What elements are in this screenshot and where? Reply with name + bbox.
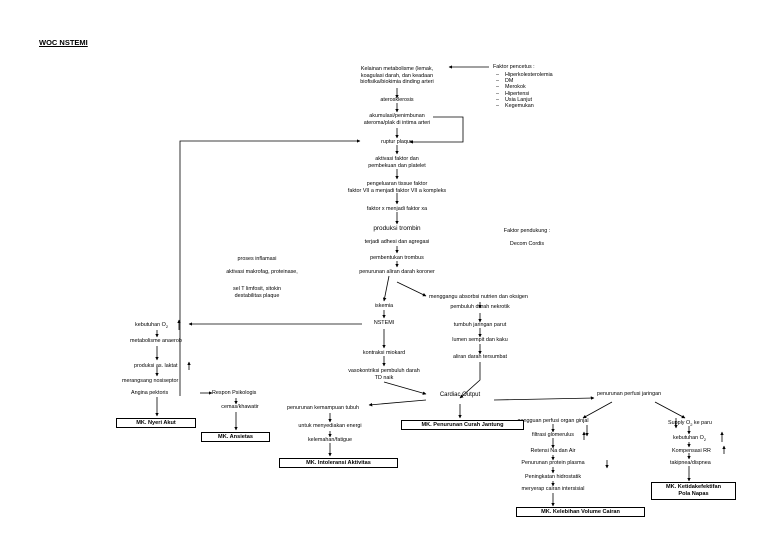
- node-menyediakan-energi: untuk menyediakan energi: [298, 423, 362, 429]
- faktor-pencetus-item: Usia Lanjut: [496, 97, 553, 103]
- diagnosis-pola-napas-line-2: Pola Napas: [678, 491, 709, 497]
- node-supply-o2-suffix: ke paru: [692, 420, 712, 426]
- node-nstemi: NSTEMI: [373, 320, 395, 326]
- node-menyerap-cairan: meryerap cairan intersisial: [521, 486, 585, 492]
- faktor-pencetus-item: Hipertensi: [496, 91, 553, 97]
- node-nosiseptor: merangsang nosiseptor: [122, 378, 179, 384]
- arrow-cardiac-to-left: [368, 399, 427, 407]
- node-pengeluaran-line-1: pengeluaran tissue faktor: [366, 181, 428, 187]
- node-pembuluh-nekrotik: pembuluh darah nekrotik: [450, 304, 510, 310]
- node-retensi-na: Retensi Na dan Air: [530, 448, 576, 454]
- node-penurunan-aliran: penurunan aliran darah koroner: [359, 269, 435, 275]
- faktor-pencetus-item: DM: [496, 78, 553, 84]
- diagnosis-intoleransi-aktivitas: MK. Intoleransi Aktivitas: [279, 458, 398, 468]
- node-kelemahan: kelemahan/fatigue: [307, 437, 353, 443]
- arrow-to-paru: [654, 401, 686, 419]
- node-aktivasi-line-1: aktivasi faktor dan: [375, 156, 419, 162]
- node-aktivasi-line-2: pembekuan dan platelet: [368, 162, 426, 169]
- node-sel-t-line-2: destabilitas plaque: [234, 292, 280, 299]
- node-penurunan-kemampuan: penurunan kemampuan tubuh: [287, 405, 359, 411]
- node-cardiac-output: Cardiac Output: [439, 392, 481, 398]
- node-faktor-x: faktor x menjadi faktor xa: [366, 206, 428, 212]
- node-kebutuhan-o2-text: kebutuhan O: [135, 322, 166, 328]
- node-aktivasi-makrofag: aktivasi makrofag, proteinase,: [226, 269, 298, 275]
- faktor-pencetus-list: Hiperkolesterolemia DM Merokok Hipertens…: [496, 72, 553, 109]
- node-takipnea: takipnea/dispnea: [670, 460, 711, 466]
- diagnosis-nyeri-akut: MK. Nyeri Akut: [116, 418, 196, 428]
- node-akumulasi-line-1: akumulasi/penimbunan: [369, 113, 425, 119]
- node-filtrasi-glomerulus: filtrasi glomerulus: [532, 432, 574, 438]
- node-pengeluaran-line-2: faktor VII a menjadi faktor VII a komple…: [347, 187, 447, 194]
- node-metabolisme-anaerob: metabolisme anaerob: [130, 338, 182, 344]
- diagnosis-pola-napas-line-1: MK. Ketidakefektifan: [665, 484, 722, 490]
- arrow-to-cardiac: [383, 381, 427, 395]
- node-vasokontriksi: vasokontriksi pembuluh darah TD naik: [348, 368, 420, 381]
- node-produksi-trombin: produksi trombin: [373, 225, 421, 232]
- node-kompensasi-rr: Kompensasi RR: [672, 448, 711, 454]
- node-vaso-line-2: TD naik: [374, 374, 394, 381]
- node-proses-inflamasi: proses inflamasi: [237, 256, 277, 262]
- node-penurunan-perfusi: penurunan perfusi jaringan: [597, 391, 662, 397]
- node-sel-t-limfosit: sel T limfosit, sitokin destabilitas pla…: [233, 286, 281, 299]
- node-aliran-tersumbat: aliran darah tersumbat: [453, 354, 507, 360]
- node-pengeluaran-tissue: pengeluaran tissue faktor faktor VII a m…: [348, 181, 446, 194]
- node-peningkatan-hidrostatik: Peningkatan hidrostatik: [524, 474, 582, 480]
- node-jaringan-parut: tumbuh jaringan parut: [453, 322, 507, 328]
- node-iskemia: iskemia: [374, 303, 394, 309]
- page-title: WOC NSTEMI: [39, 38, 88, 47]
- diagnosis-kelebihan-volume-cairan: MK. Kelebihan Volume Cairan: [516, 507, 645, 517]
- diagnosis-penurunan-curah-jantung: MK. Penurunan Curah Jantung: [401, 420, 524, 430]
- node-aterosklerosis: aterosklerosis: [380, 97, 414, 103]
- subscript-2: 2: [165, 324, 169, 330]
- node-kebutuhan-o2-paru: kebutuhan O2: [673, 435, 706, 444]
- node-produksi-laktat: produksi as. laktat: [134, 363, 178, 369]
- faktor-pencetus-item: Merokok: [496, 84, 553, 90]
- faktor-pencetus-item: Hiperkolesterolemia: [496, 72, 553, 78]
- node-kelainan-line-1: Kelainan metabolisme (lemak,: [360, 66, 434, 72]
- diagnosis-ansietas: MK. Ansietas: [201, 432, 270, 442]
- branch-right: [396, 281, 427, 297]
- node-kelainan-line-3: biofisika/biokimia dinding arteri: [360, 79, 434, 86]
- node-akumulasi: akumulasi/penimbunan ateroma/plak di int…: [364, 113, 431, 126]
- node-penurunan-protein: Penurunan protein plasma: [521, 460, 585, 466]
- node-kebutuhan-o2: kebutuhan O2: [135, 322, 168, 331]
- node-pembentukan-trombus: pembentukan trombus: [370, 255, 424, 261]
- arrow-cardiac-to-perfusi: [493, 396, 595, 401]
- node-cemas-khawatir: cemas/khawatir: [221, 404, 259, 410]
- node-akumulasi-line-2: ateroma/plak di intima arteri: [363, 119, 431, 126]
- subscript-2: 2: [703, 437, 707, 443]
- node-supply-o2-text: Supply O: [668, 420, 691, 426]
- node-adhesi-agregasi: terjadi adhesi dan agregasi: [364, 239, 430, 245]
- node-supply-o2: Supply O2 ke paru: [668, 420, 712, 429]
- node-ruptur-plaque: ruptur plaque: [381, 139, 413, 145]
- node-gangguan-ginjal: gangguan perfusi organ ginjal: [517, 418, 589, 424]
- faktor-pendukung-value: Decom Cordis: [509, 241, 545, 247]
- diagnosis-pola-napas: MK. Ketidakefektifan Pola Napas: [651, 482, 736, 500]
- arrow-to-ginjal: [582, 401, 613, 419]
- faktor-pencetus-title: Faktor pencetus :: [493, 64, 535, 70]
- node-lumen-sempit: lumen sempit dan kaku: [452, 337, 508, 343]
- node-angina-pektoris: Angina pektoris: [131, 390, 169, 396]
- arrow-to-iskemia: [382, 275, 390, 302]
- subscript-2: 2: [690, 422, 693, 428]
- node-kelainan-metabolisme: Kelainan metabolisme (lemak, koagulasi d…: [360, 66, 433, 86]
- faktor-pendukung-title: Faktor pendukung :: [503, 228, 551, 234]
- node-kelainan-line-2: koagulasi darah, dan keadaan: [360, 72, 434, 79]
- node-vaso-line-1: vasokontriksi pembuluh darah: [348, 368, 420, 374]
- node-aktivasi-faktor: aktivasi faktor dan pembekuan dan platel…: [368, 156, 426, 169]
- node-respon-psikologis: Respon Psikologis: [212, 390, 257, 396]
- node-sel-t-line-1: sel T limfosit, sitokin: [232, 286, 282, 292]
- node-kebutuhan-o2-paru-text: kebutuhan O: [673, 435, 704, 441]
- node-kontraksi-miokard: kontraksi miokard: [362, 350, 406, 356]
- faktor-pencetus-item: Kegemukan: [496, 103, 553, 109]
- node-menggangu-absorbsi: menggangu absorbsi nutrien dan oksigen: [429, 294, 528, 300]
